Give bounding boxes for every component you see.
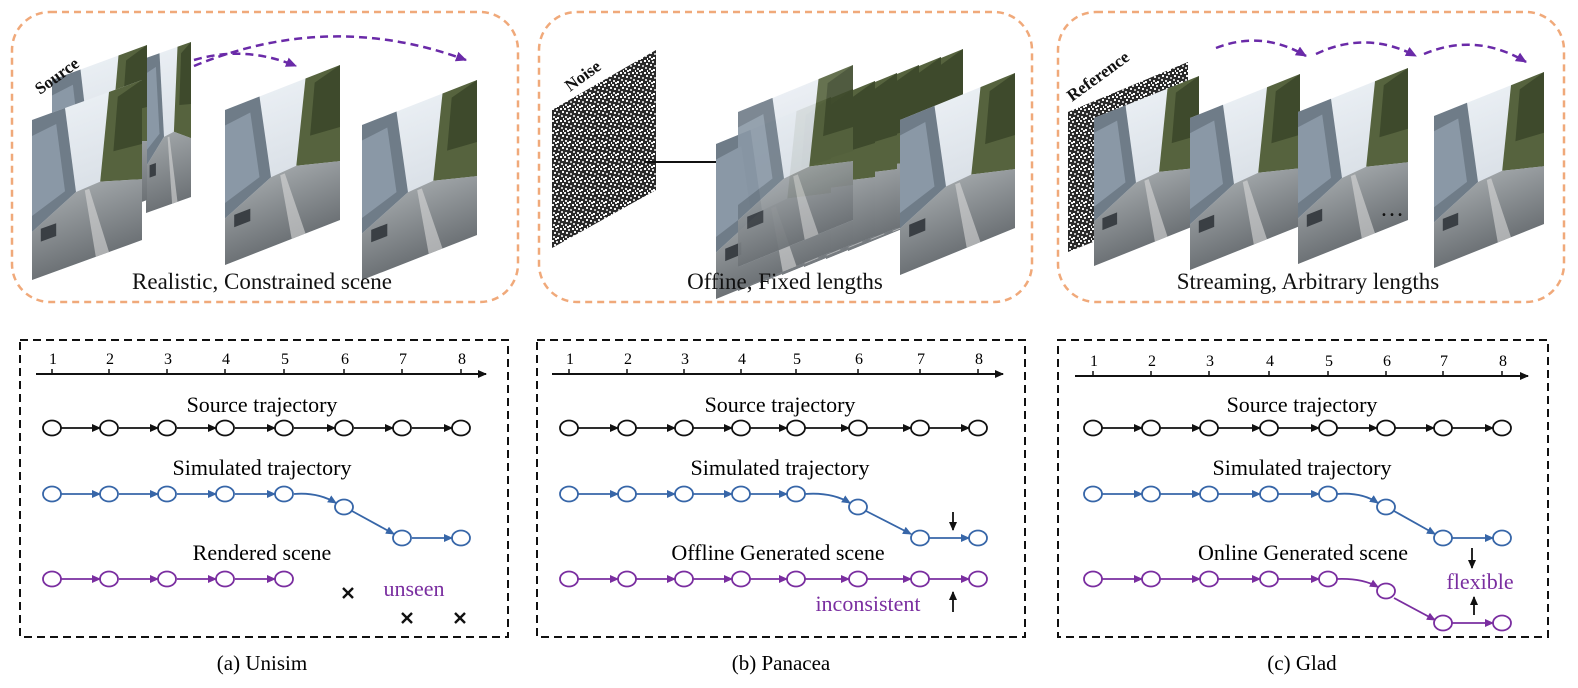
panel-a-tick-3: 3 [164,351,172,368]
panel-c-simulated-label: Simulated trajectory [1213,455,1392,480]
panel-c-dashed-arrow-1 [1215,39,1307,58]
panel-a-scene-text: Realistic, Constrained scene [132,269,392,294]
panel-a-source-label: Source trajectory [187,392,338,417]
panel-a-frame-3 [362,80,477,280]
panel-c-generated-label: Online Generated scene [1198,540,1408,565]
panel-a-tick-8: 8 [458,351,466,368]
panel-b-tick-5: 5 [793,351,801,368]
panel-b-note: inconsistent [815,591,920,616]
panel-b-tick-4: 4 [738,351,746,368]
panel-a-dashed-arrow-1 [193,52,297,68]
panel-a-frame-back [146,42,191,213]
panel-b-simulated-trajectory [559,485,988,547]
panel-c-note: flexible [1446,569,1513,594]
panel-c-tick-6: 6 [1383,353,1391,370]
panel-c-tick-4: 4 [1266,353,1274,370]
panel-c-tick-7: 7 [1440,353,1448,370]
panel-b-tick-7: 7 [917,351,925,368]
panel-a-tick-5: 5 [281,351,289,368]
panel-b-source-trajectory [559,419,988,437]
panel-b-tick-2: 2 [624,351,632,368]
panel-b-timeline: 1 2 3 4 5 6 7 8 [552,351,1004,378]
panel-c-frame-2 [1190,74,1300,270]
panel-c-source-label: Source trajectory [1227,392,1378,417]
panel-a-tick-6: 6 [341,351,349,368]
panel-a-missing-marks [342,587,466,624]
panel-a-tick-2: 2 [106,351,114,368]
panel-b-tick-1: 1 [566,351,574,368]
panel-a-dashed-arrow-2 [193,35,467,68]
panel-c-scene-text: Streaming, Arbitrary lengths [1177,269,1440,294]
panel-b-tick-8: 8 [975,351,983,368]
panel-c-dashed-arrow-2 [1315,41,1417,58]
panel-b-frame-stack [716,48,1015,299]
panel-a-caption: (a) Unisim [217,651,307,675]
panel-a-generated-label: Rendered scene [193,540,332,565]
panel-a-simulated-label: Simulated trajectory [173,455,352,480]
panel-b-tick-3: 3 [681,351,689,368]
panel-c-frame-3 [1298,68,1408,264]
panel-a-note: unseen [383,576,444,601]
panel-a-generated-trajectory [42,570,294,588]
panel-c-timeline: 1 2 3 4 5 6 7 8 [1075,353,1529,380]
panel-c-tick-8: 8 [1499,353,1507,370]
panel-c-tick-3: 3 [1206,353,1214,370]
panel-b-simulated-label: Simulated trajectory [691,455,870,480]
panel-a-tick-1: 1 [49,351,57,368]
panel-b-scene-text: Offine, Fixed lengths [687,269,883,294]
panel-c-dashed-arrow-3 [1423,43,1527,64]
panel-c-generated-trajectory [1083,570,1512,632]
panel-c-source-trajectory [1083,419,1512,437]
panel-a-source-trajectory [42,419,471,437]
panel-b-tick-6: 6 [855,351,863,368]
panel-c-tick-2: 2 [1148,353,1156,370]
panel-a-source-frame [32,80,142,280]
panel-c-tick-5: 5 [1325,353,1333,370]
panel-c-frame-4 [1434,72,1544,268]
panel-b-caption: (b) Panacea [732,651,831,675]
panel-b-top-box: Noise Offine, Fixed lengths [537,10,1034,304]
panel-a-frame-2 [225,65,340,265]
panel-b-generated-label: Offline Generated scene [671,540,884,565]
panel-a-bottom-box: 1 2 3 4 5 6 7 8 Source trajectory Simula… [19,339,509,638]
panel-c-tick-1: 1 [1090,353,1098,370]
panel-a-top-box: Source Realistic, Constrained scene [10,10,520,304]
panel-b-source-label: Source trajectory [705,392,856,417]
panel-b-noise-frame [552,50,656,248]
panel-c-simulated-trajectory [1083,485,1512,547]
panel-a-timeline: 1 2 3 4 5 6 7 8 [36,351,487,378]
panel-a-tick-7: 7 [399,351,407,368]
panel-b-generated-trajectory [559,570,988,588]
panel-c-bottom-box: 1 2 3 4 5 6 7 8 Source trajectory Simula… [1057,339,1549,638]
panel-c-caption: (c) Glad [1267,651,1337,675]
panel-a-simulated-trajectory [42,485,471,547]
panel-c-top-box: Reference … Streaming, Arbitrary lengths [1056,10,1566,304]
panel-b-bottom-box: 1 2 3 4 5 6 7 8 Source trajectory Simula… [536,339,1026,638]
panel-a-tick-4: 4 [222,351,230,368]
panel-c-ellipsis: … [1380,196,1404,222]
